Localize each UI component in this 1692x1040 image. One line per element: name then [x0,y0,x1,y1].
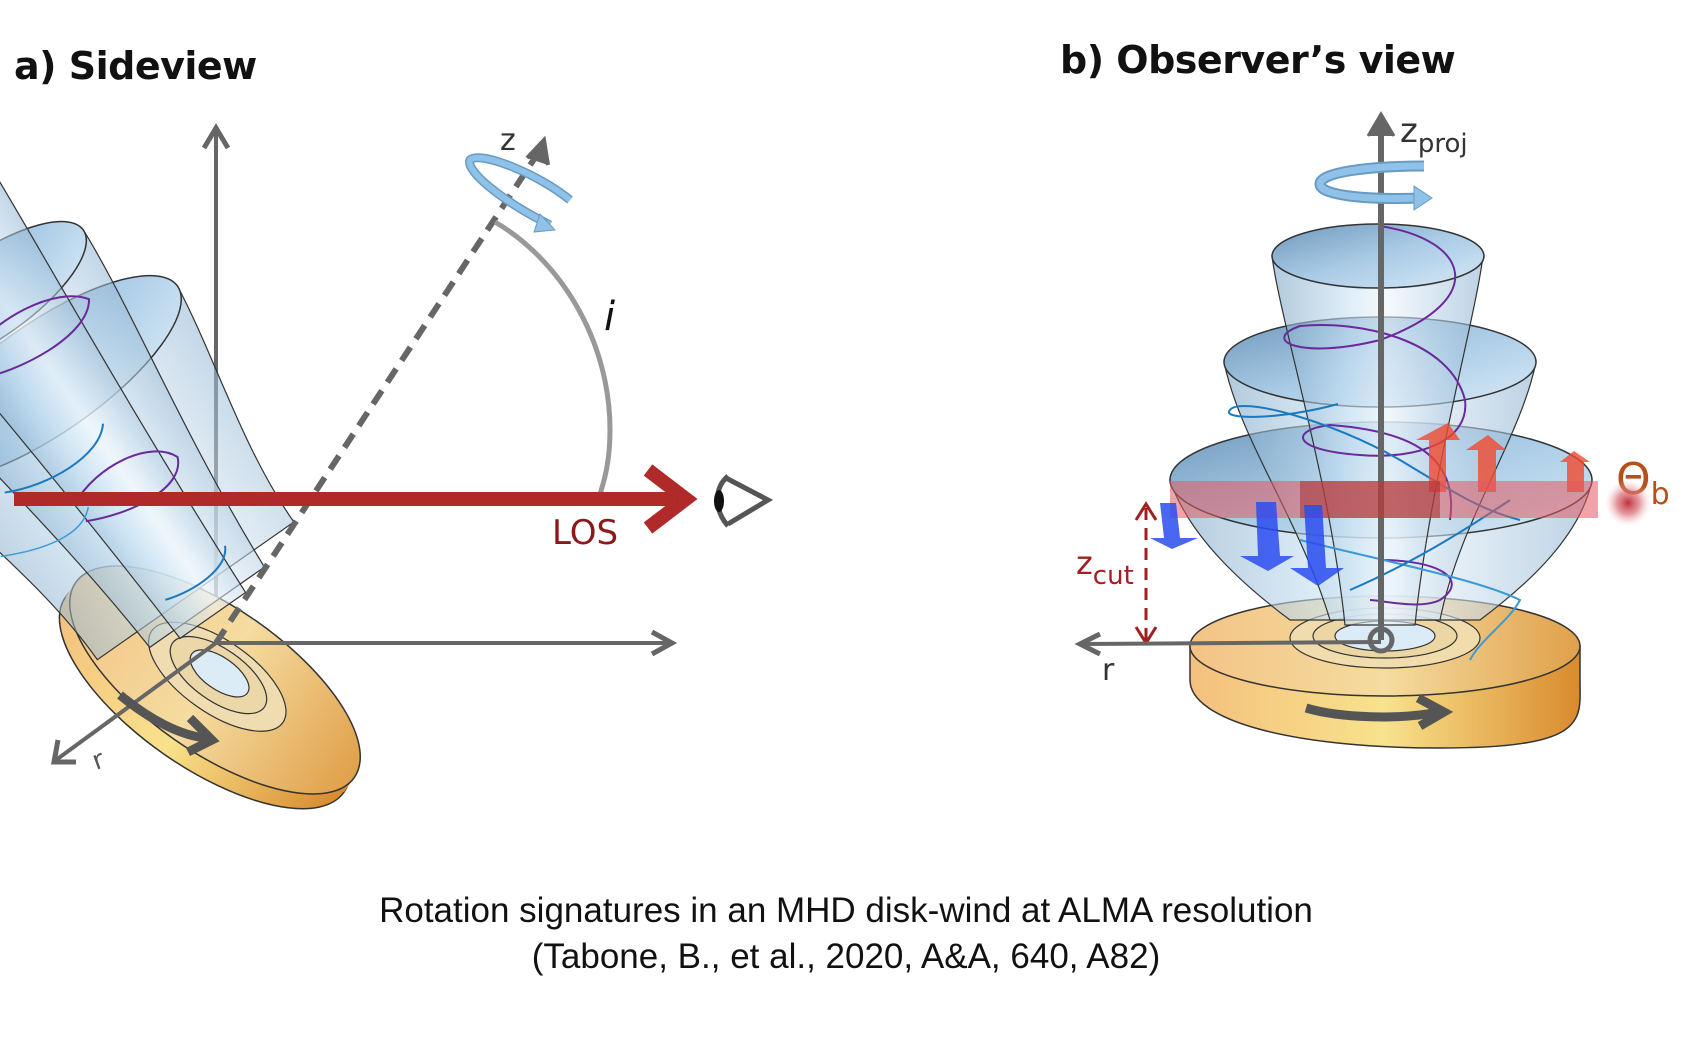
blueshift-arrows [1150,502,1344,586]
z-proj-label: zproj [1400,111,1468,159]
disk-rotation-arrow-b [1304,694,1454,730]
horizontal-axis-arrow [216,629,678,657]
blueshift-arrow [1150,503,1198,549]
r-axis-label-a: r [88,745,109,777]
los-label: LOS [552,513,618,553]
observer-eye-icon [714,474,774,528]
wind-shells [0,170,295,661]
theta-sub: b [1651,477,1670,512]
z-cut-sub: cut [1093,561,1134,591]
panel-b-observers-view: zproj [1074,111,1670,749]
r-axis-label-b: r [1102,653,1115,688]
z-axis-dashed [213,135,550,645]
z-rotation-arrow-icon [465,153,573,233]
los-arrow [14,464,698,534]
caption-citation: (Tabone, B., et al., 2020, A&A, 640, A82… [531,937,1161,976]
origin-marker [1367,626,1395,654]
disk-rotation-arrow [117,691,220,757]
z-cut-dimension-arrow [1134,501,1158,646]
z-cut-main: z [1076,544,1093,582]
r-axis-arrow-b [1074,631,1382,657]
panel-a-title: a) Sideview [14,44,257,88]
z-proj-axis-arrow [1366,111,1396,640]
blueshift-arrow [1240,502,1294,571]
z-cut-label: zcut [1076,544,1134,591]
panel-b-title: b) Observer’s view [1060,38,1456,82]
beam-cut-band [1170,481,1598,518]
z-axis-label-a: z [500,123,516,158]
inclination-arc [493,219,613,501]
blueshift-arrow [1290,505,1344,586]
z-proj-rotation-arrow-icon [1314,160,1433,211]
caption-title: Rotation signatures in an MHD disk-wind … [379,891,1313,930]
panel-a-sideview: r z i LOS [0,123,774,810]
beam-size-icon [1605,480,1651,526]
z-proj-main: z [1400,111,1418,151]
inclination-label: i [604,294,615,340]
r-axis-arrow [51,641,218,765]
z-proj-sub: proj [1418,129,1468,159]
redshift-arrow [1416,423,1460,492]
redshift-arrow [1466,435,1506,492]
